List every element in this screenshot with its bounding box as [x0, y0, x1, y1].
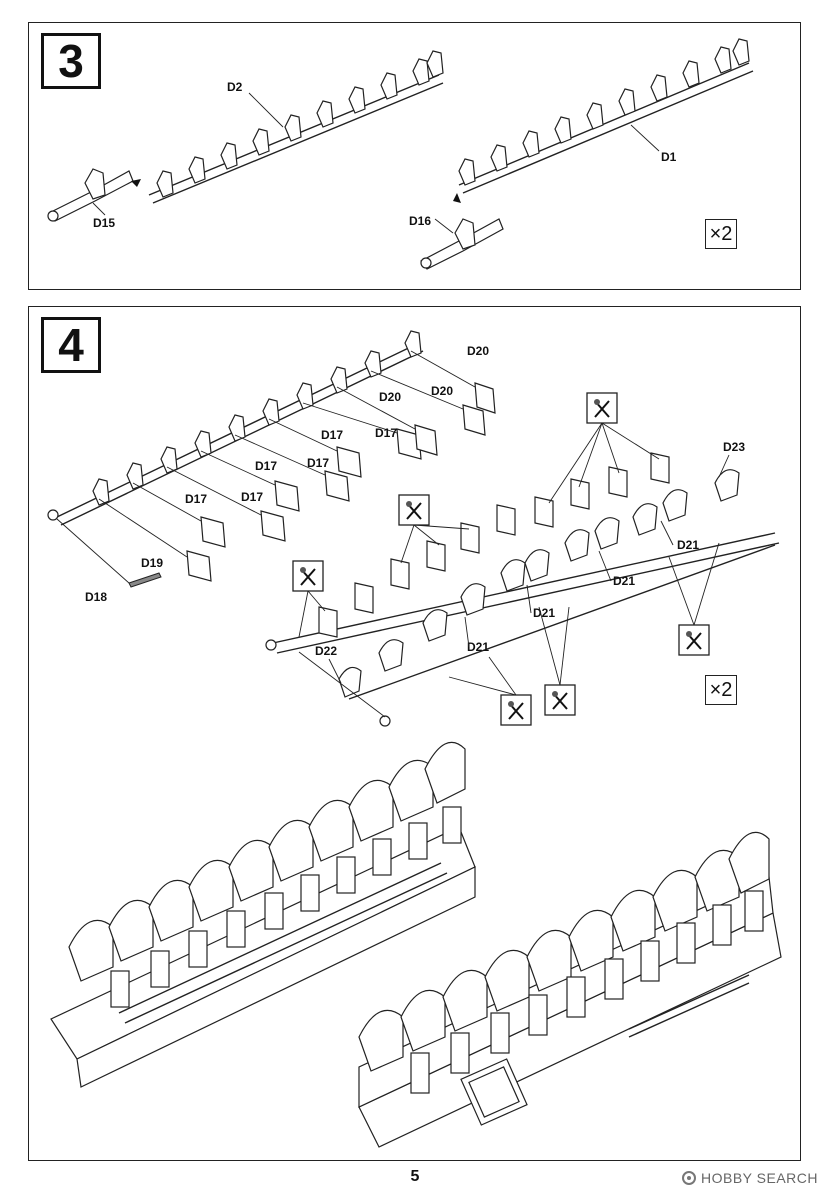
label-d18: D18: [85, 590, 107, 604]
label-d19: D19: [141, 556, 163, 570]
suspension-rail-d1: [458, 38, 754, 194]
label-d20-a: D20: [467, 344, 489, 358]
label-d16: D16: [409, 214, 431, 228]
end-piece-d15: [47, 168, 141, 222]
label-d17-b: D17: [321, 428, 343, 442]
label-d22: D22: [315, 644, 337, 658]
watermark: HOBBY SEARCH: [682, 1170, 818, 1186]
step-number-4: 4: [41, 317, 101, 373]
cut-parts-icon: [500, 694, 532, 726]
label-d17-d: D17: [255, 459, 277, 473]
page-number: 5: [410, 1168, 420, 1185]
multiplier-badge-step-4: ×2: [705, 675, 737, 705]
cut-parts-icon: [544, 684, 576, 716]
label-d15: D15: [93, 216, 115, 230]
rail-with-plates: [47, 330, 496, 588]
rail-with-arms: [265, 452, 780, 727]
step-4-panel: 4 ×2: [28, 306, 801, 1161]
label-d23: D23: [723, 440, 745, 454]
label-d17-f: D17: [185, 492, 207, 506]
step-3-diagram: D2 D15 D1 D16: [47, 38, 754, 270]
step-number-3: 3: [41, 33, 101, 89]
label-d20-c: D20: [379, 390, 401, 404]
suspension-rail-d2: [148, 50, 444, 204]
label-d21-a: D21: [677, 538, 699, 552]
step-4-diagram: D20 D20 D20 D17 D17 D17 D17 D17 D17 D19 …: [47, 330, 782, 1148]
assembled-suspension-right: [358, 831, 782, 1148]
label-d20-b: D20: [431, 384, 453, 398]
label-d21-d: D21: [467, 640, 489, 654]
label-d1: D1: [661, 150, 677, 164]
label-d21-b: D21: [613, 574, 635, 588]
label-d2: D2: [227, 80, 243, 94]
multiplier-badge-step-3: ×2: [705, 219, 737, 249]
cut-parts-icon: [398, 494, 430, 526]
label-d21-c: D21: [533, 606, 555, 620]
watermark-logo-icon: [682, 1171, 696, 1185]
assembled-suspension-left: [50, 741, 476, 1088]
cut-parts-icon: [678, 624, 710, 656]
label-d17-e: D17: [241, 490, 263, 504]
watermark-text: HOBBY SEARCH: [701, 1170, 818, 1186]
end-piece-d16: [420, 193, 504, 270]
label-d17-a: D17: [375, 426, 397, 440]
label-d17-c: D17: [307, 456, 329, 470]
step-3-panel: 3 ×2: [28, 22, 801, 290]
cut-parts-icon: [586, 392, 618, 424]
cut-parts-icon: [292, 560, 324, 592]
